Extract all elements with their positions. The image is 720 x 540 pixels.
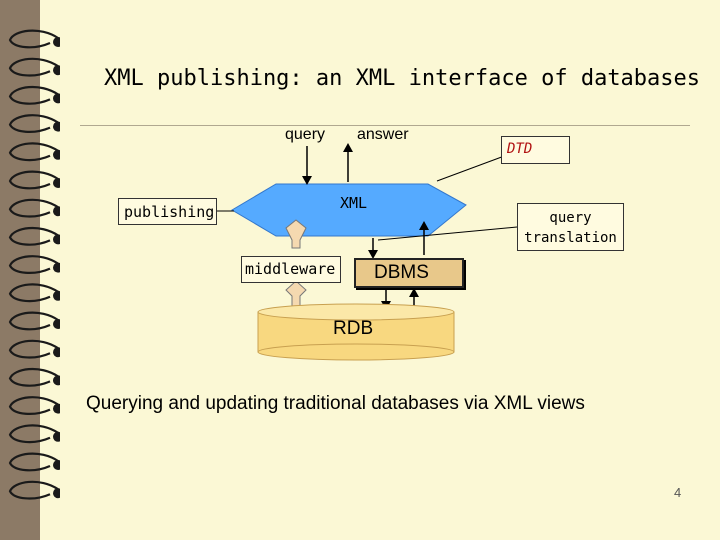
spiral-hole [53,488,60,499]
query-translation-box: query translation [517,203,624,251]
spiral-ring [8,170,59,190]
spiral-ring [8,283,59,303]
spiral-binding [8,29,60,500]
rdb-to-middleware-arrow [285,280,307,309]
middleware-label: middleware [245,260,336,278]
xml-view-hexagon [231,183,467,237]
dtd-connector [436,154,508,182]
spiral-hole [53,347,60,358]
slide-title: XML publishing: an XML interface of data… [104,66,701,91]
dtd-box: DTD [501,136,570,164]
spiral-hole [53,178,60,188]
spiral-ring [8,255,59,274]
spiral-hole [53,93,60,104]
query-arrow [302,176,312,185]
spiral-hole [53,290,60,301]
title-divider [80,125,690,126]
xml-label: XML [340,194,368,212]
translation-connector [377,226,518,241]
spiral-hole [53,121,60,132]
spiral-hole [53,234,60,245]
spiral-hole [53,431,60,442]
middleware-box: middleware [241,256,341,283]
spiral-ring [8,480,59,500]
answer-arrow [343,143,353,152]
spiral-ring [8,114,59,133]
spiral-ring [8,396,59,415]
dbms-label: DBMS [374,262,429,283]
spiral-ring [8,29,59,49]
query-label: query [285,126,326,143]
middleware-to-xml-arrow [285,219,307,249]
spiral-ring [8,311,59,331]
spiral-hole [53,375,60,386]
page-number: 4 [674,485,682,500]
spiral-hole [53,262,60,273]
spiral-ring [8,57,59,77]
spiral-ring [8,86,59,105]
answer-label: answer [357,126,409,143]
spiral-ring [8,227,59,246]
spiral-hole [53,206,60,217]
slide-caption: Querying and updating traditional databa… [86,393,585,414]
spiral-ring [8,198,59,218]
spiral-ring [8,452,59,472]
spiral-hole [53,319,60,329]
query-translation-line2: translation [524,230,617,246]
publishing-label: publishing [124,203,215,221]
dtd-label: DTD [507,141,533,157]
rdb-cylinder [257,343,455,361]
rdb-label: RDB [333,318,374,339]
query-translation-line1: query [549,210,592,226]
spiral-ring [8,142,59,162]
publishing-box: publishing [118,198,217,225]
spiral-hole [53,65,60,76]
spiral-hole [53,149,60,160]
spiral-hole [53,37,60,47]
spiral-hole [53,460,60,470]
spiral-ring [8,368,59,387]
spiral-hole [53,403,60,414]
spiral-ring [8,339,59,359]
spiral-ring [8,424,59,444]
dbms-box: DBMS [354,258,464,288]
